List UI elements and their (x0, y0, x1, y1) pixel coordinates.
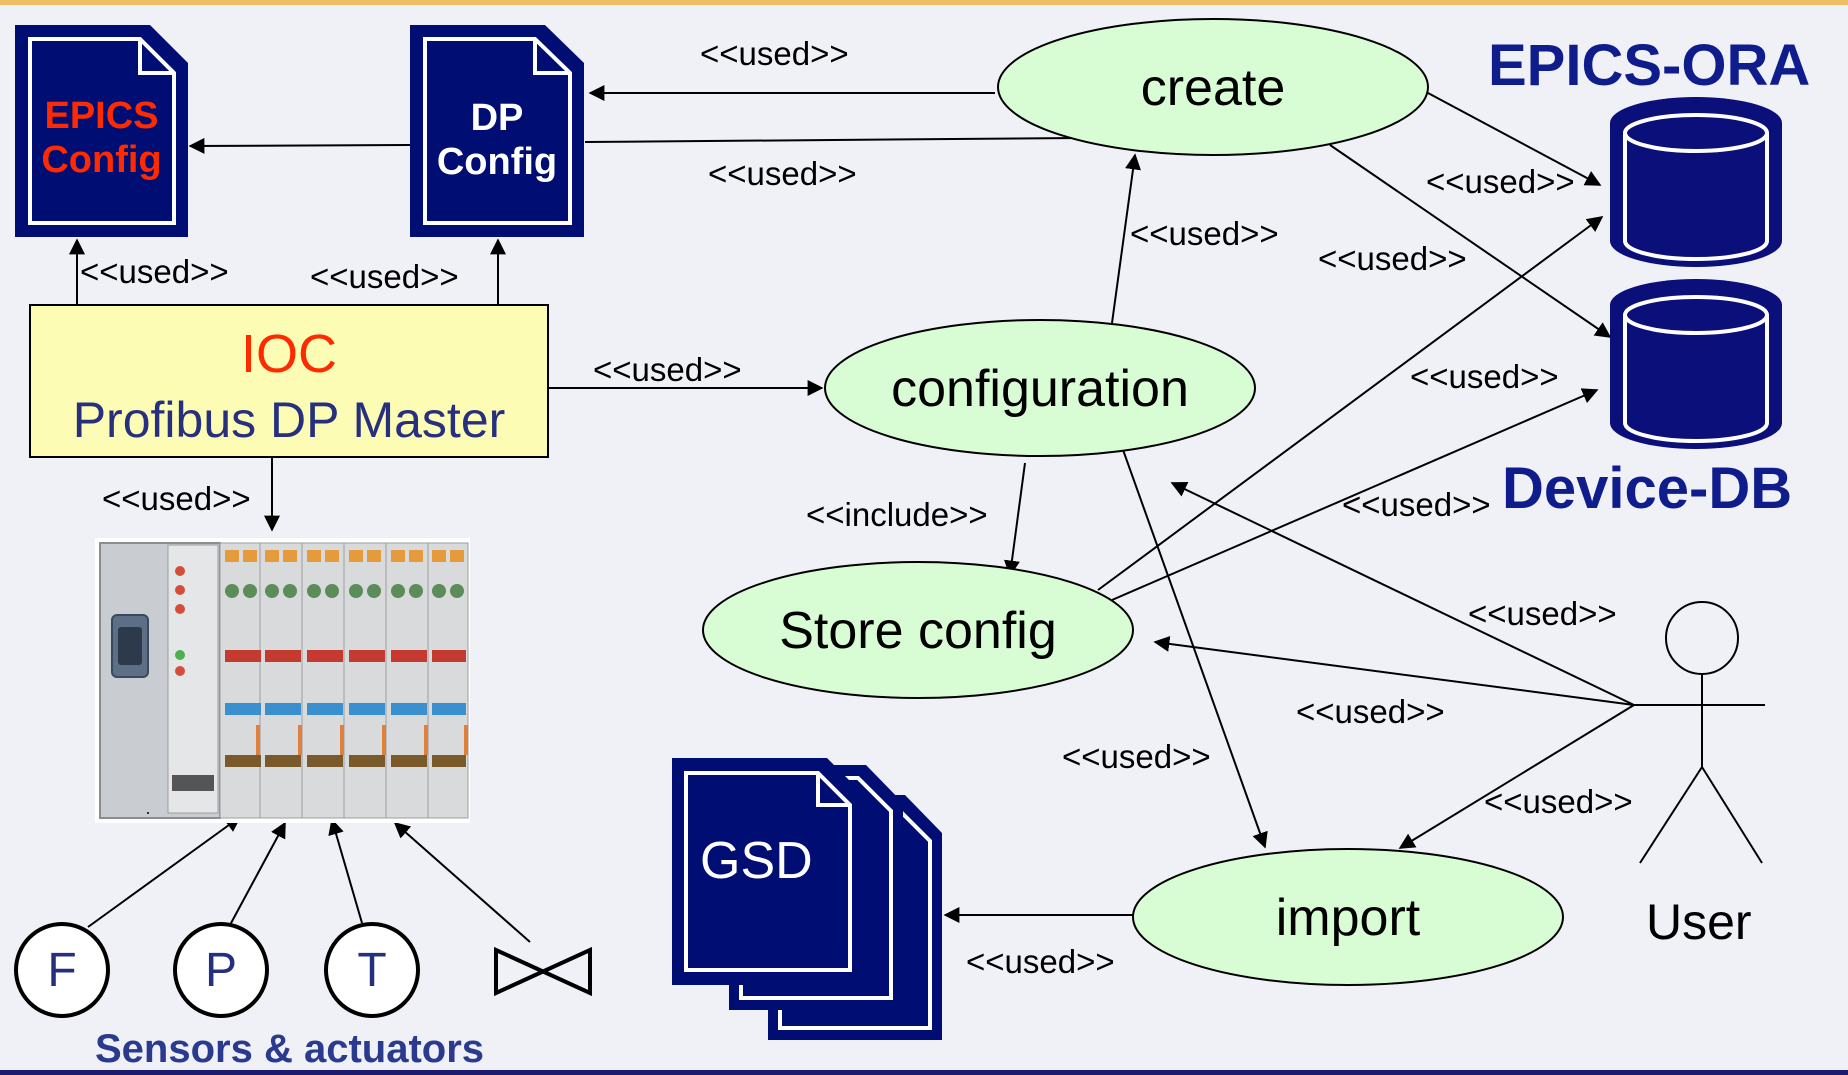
label-used-ioc-epicsconfig: <<used>> (80, 253, 229, 290)
usecase-import (1132, 848, 1564, 986)
edge-sensor-p (229, 821, 286, 926)
user-actor-icon (1634, 601, 1765, 864)
label-used-ioc-dpconfig: <<used>> (310, 258, 459, 295)
ioc-box (29, 304, 549, 458)
epics-ora-database-icon (1610, 97, 1782, 267)
edge-storeconfig-epicsora (1097, 216, 1604, 591)
edge-storeconfig-devicedb (1111, 388, 1599, 601)
valve-icon (494, 946, 592, 997)
epics-config-label: EPICS Config (15, 95, 188, 182)
sensor-p-circle (173, 922, 269, 1018)
ioc-subtitle: Profibus DP Master (72, 392, 506, 448)
label-used-configuration-import: <<used>> (1062, 738, 1211, 775)
edge-sensor-t (328, 818, 363, 924)
edge-configuration-storeconfig (1003, 462, 1026, 577)
user-label: User (1646, 894, 1752, 950)
label-used-create-dpconfig: <<used>> (700, 35, 849, 72)
ioc-title: IOC (240, 324, 337, 384)
diagram-graphics (14, 18, 1782, 1040)
beckhoff-hardware-image (95, 538, 470, 823)
epics-ora-label: EPICS-ORA (1488, 33, 1811, 98)
sensor-t-label: T (357, 944, 387, 997)
label-used-ioc-configuration: <<used>> (593, 351, 742, 388)
epics-config-line1: EPICS (44, 95, 159, 137)
dp-config-document (410, 25, 584, 237)
usecase-configuration-label: configuration (891, 360, 1189, 418)
dp-config-line1: DP (470, 97, 524, 139)
edge-create-epicsora (1427, 92, 1602, 186)
usecase-import-label: import (1275, 889, 1421, 947)
epics-config-document (15, 25, 188, 237)
sensor-f-circle (14, 922, 110, 1018)
edge-user-import (1398, 704, 1635, 849)
device-db-database-icon (1610, 279, 1782, 449)
edge-valve (393, 821, 531, 943)
edge-dpconfig-epicsconfig (188, 137, 411, 154)
edge-dpconfig-create-lower (584, 137, 1081, 143)
edge-create-devicedb (1329, 144, 1612, 338)
edge-configuration-create (1111, 153, 1141, 324)
label-used-user-storeconfig: <<used>> (1296, 693, 1445, 730)
dp-config-label: DP Config (410, 97, 584, 184)
dp-config-line2: Config (436, 140, 558, 183)
epics-config-line2: Config (41, 138, 162, 181)
edge-user-configuration (1170, 482, 1635, 706)
edge-user-storeconfig (1153, 635, 1635, 706)
usecase-store-config (702, 561, 1134, 699)
label-used-ioc-hardware: <<used>> (102, 480, 251, 517)
usecase-store-config-label: Store config (779, 602, 1057, 660)
edge-sensor-f (87, 816, 242, 928)
device-db-label: Device-DB (1502, 456, 1793, 521)
label-used-import-gsd: <<used>> (966, 943, 1115, 980)
sensor-t-circle (324, 922, 420, 1018)
label-used-dpconfig-create: <<used>> (708, 155, 857, 192)
usecase-create (997, 18, 1429, 156)
label-used-user-import: <<used>> (1484, 783, 1633, 820)
gsd-documents-stack (672, 758, 942, 1040)
relation-lines (69, 85, 1635, 943)
sensor-p-label: P (204, 944, 237, 997)
sensor-f-label: F (47, 944, 77, 997)
label-used-storeconfig-devicedb: <<used>> (1342, 486, 1491, 523)
label-used-create-devicedb: <<used>> (1318, 240, 1467, 277)
label-include: <<include>> (806, 496, 988, 533)
usecase-create-label: create (1140, 59, 1286, 117)
label-used-storeconfig-epicsora: <<used>> (1410, 358, 1559, 395)
sensors-caption: Sensors & actuators (95, 1027, 485, 1071)
label-used-configuration-create: <<used>> (1130, 215, 1279, 252)
label-used-create-epicsora: <<used>> (1426, 163, 1575, 200)
gsd-label: GSD (700, 832, 813, 890)
label-used-user-configuration: <<used>> (1468, 595, 1617, 632)
usecase-configuration (824, 319, 1256, 457)
